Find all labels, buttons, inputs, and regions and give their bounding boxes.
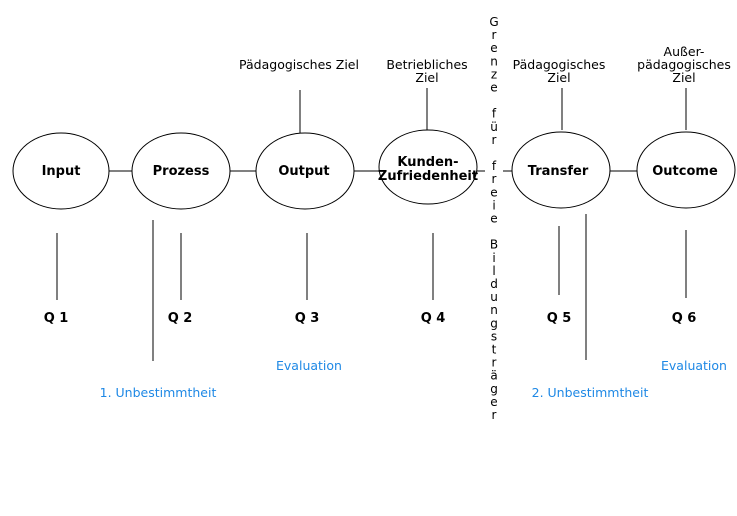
node-transfer-label: Transfer xyxy=(528,164,589,179)
node-prozess-label: Prozess xyxy=(153,164,210,179)
border-text-char: r xyxy=(492,133,497,147)
border-text-char: l xyxy=(492,264,495,278)
border-text-char: r xyxy=(492,356,497,370)
node-input: Input xyxy=(12,132,110,210)
border-text-char: z xyxy=(491,67,497,81)
uncertainty-label-2: 2. Unbestimmtheit xyxy=(532,385,649,400)
border-text-char: g xyxy=(490,382,498,396)
border-text-char: e xyxy=(490,41,497,55)
border-text-char: B xyxy=(490,238,498,252)
node-output-label: Output xyxy=(278,164,329,179)
node-prozess-shape xyxy=(131,132,231,210)
quality-label-q2: Q 2 xyxy=(168,311,193,326)
border-text-char: g xyxy=(490,316,498,330)
border-text-char: e xyxy=(490,212,497,226)
goal-label-outcome-line3: Ziel xyxy=(672,70,695,85)
node-kunden-shape xyxy=(378,129,478,205)
quality-label-q1: Q 1 xyxy=(44,311,69,326)
node-kunden-label-line1: Kunden- xyxy=(397,155,458,170)
border-text-char: G xyxy=(489,15,498,29)
uncertainty-label-1: 1. Unbestimmtheit xyxy=(100,385,217,400)
quality-label-q4: Q 4 xyxy=(421,311,446,326)
border-text-char: d xyxy=(490,277,498,291)
border-text-char: n xyxy=(490,54,498,68)
quality-label-q5: Q 5 xyxy=(547,311,572,326)
border-text-char: n xyxy=(490,303,498,317)
border-text-char: f xyxy=(492,107,497,121)
border-text-char: r xyxy=(492,172,497,186)
border-text-char: u xyxy=(490,290,498,304)
evaluation-label-right: Evaluation xyxy=(661,358,727,373)
goal-label-outcome-line2: pädagogisches xyxy=(637,57,731,72)
node-kunden-label-line2: Zufriedenheit xyxy=(378,169,478,184)
node-transfer-shape xyxy=(511,131,611,209)
goal-label-transfer-line1: Pädagogisches xyxy=(513,57,606,72)
evaluation-label-left: Evaluation xyxy=(276,358,342,373)
border-text-char: i xyxy=(492,198,495,212)
goal-label-transfer-line2: Ziel xyxy=(547,70,570,85)
quality-label-q3: Q 3 xyxy=(295,311,320,326)
goal-label-kunden-line1: Betriebliches xyxy=(386,57,467,72)
node-kunden: Kunden- Zufriedenheit xyxy=(378,129,478,205)
node-outcome-label: Outcome xyxy=(652,164,718,179)
border-text-char: r xyxy=(492,408,497,422)
node-prozess: Prozess xyxy=(131,132,231,210)
border-text-char: r xyxy=(492,28,497,42)
border-text-char: e xyxy=(490,81,497,95)
border-text-char: e xyxy=(490,395,497,409)
node-output: Output xyxy=(255,132,355,210)
quality-label-q6: Q 6 xyxy=(672,311,697,326)
node-outcome: Outcome xyxy=(636,131,736,209)
border-text-char: e xyxy=(490,185,497,199)
border-text-char: i xyxy=(492,251,495,265)
goal-label-output: Pädagogisches Ziel xyxy=(239,57,359,72)
goal-label-outcome-line1: Außer- xyxy=(664,44,705,59)
node-output-shape xyxy=(255,132,355,210)
node-input-shape xyxy=(12,132,110,210)
node-outcome-shape xyxy=(636,131,736,209)
border-text-char: ä xyxy=(490,369,497,383)
border-text-char: ü xyxy=(490,120,498,134)
border-text-char: s xyxy=(491,329,497,343)
node-transfer: Transfer xyxy=(511,131,611,209)
goal-label-kunden-line2: Ziel xyxy=(415,70,438,85)
node-input-label: Input xyxy=(42,164,81,179)
border-text-char: t xyxy=(492,343,497,357)
border-text-char: f xyxy=(492,159,497,173)
